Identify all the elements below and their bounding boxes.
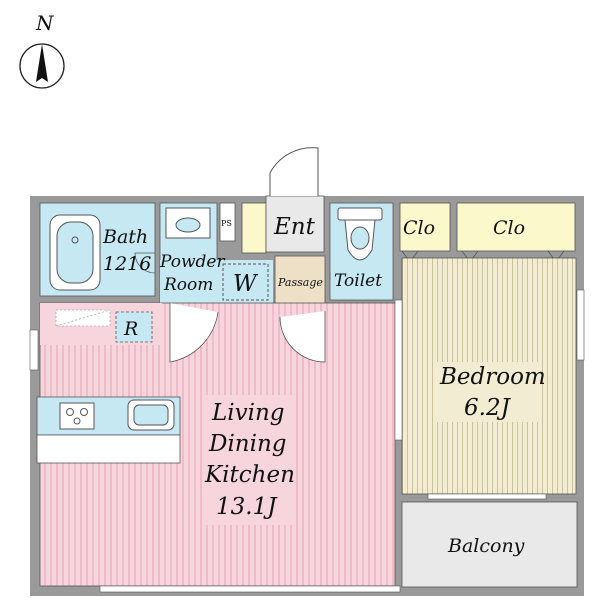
bedroom-window xyxy=(427,493,547,500)
ldk-label-bg xyxy=(204,395,292,525)
closet-2-label: Clo xyxy=(493,217,525,239)
sliding-door xyxy=(394,299,403,441)
closet-2 xyxy=(456,202,576,252)
powder-label-line2: Room xyxy=(163,275,213,295)
ldk-door-swing-right xyxy=(279,311,326,363)
sink-icon xyxy=(127,399,175,431)
balcony xyxy=(401,501,578,588)
powder-label-line1: Powder xyxy=(159,252,225,272)
kitchen-counter-bar xyxy=(36,434,181,464)
bedroom-label-bg xyxy=(436,362,542,422)
bedroom-window-right xyxy=(576,289,585,361)
ldk-door-swing-left xyxy=(169,303,219,363)
ldk-label-line3: Kitchen xyxy=(204,462,295,488)
ldk-window-bottom xyxy=(99,585,401,593)
ldk-label-line4: 13.1J xyxy=(216,494,278,520)
washer-space xyxy=(222,263,269,301)
closet-1-label: Clo xyxy=(403,217,435,239)
bedroom-label-line1: Bedroom xyxy=(439,364,546,390)
bath-door-swing xyxy=(134,252,156,274)
closet-1 xyxy=(399,202,451,252)
balcony-label: Balcony xyxy=(447,535,525,557)
ldk-window-left xyxy=(29,329,39,371)
pipe-shaft xyxy=(219,202,236,242)
passage-label: Passage xyxy=(277,276,323,289)
entrance xyxy=(265,195,325,253)
toilet-label: Toilet xyxy=(334,271,382,291)
refrigerator-space xyxy=(115,311,153,343)
washbasin-icon xyxy=(165,207,211,239)
entrance-label: Ent xyxy=(273,214,316,240)
entrance-door-swing xyxy=(269,147,319,196)
bathtub-icon xyxy=(49,214,101,291)
bath-label-line2: 1216 xyxy=(103,253,151,275)
entrance-closet xyxy=(241,202,267,254)
washer-label: W xyxy=(233,271,259,297)
ldk-label-line1: Living xyxy=(211,400,285,426)
bath-label-line1: Bath xyxy=(102,226,148,248)
ldk-label-line2: Dining xyxy=(208,431,287,457)
stove-icon xyxy=(59,402,95,430)
toilet-icon xyxy=(337,207,383,261)
refrigerator-label: R xyxy=(123,318,138,340)
north-label: N xyxy=(35,11,55,35)
north-arrow-icon: N xyxy=(19,11,65,89)
kitchen-storage xyxy=(55,309,111,327)
bedroom-label-line2: 6.2J xyxy=(464,395,512,421)
pipe-shaft-label: PS xyxy=(221,219,232,228)
